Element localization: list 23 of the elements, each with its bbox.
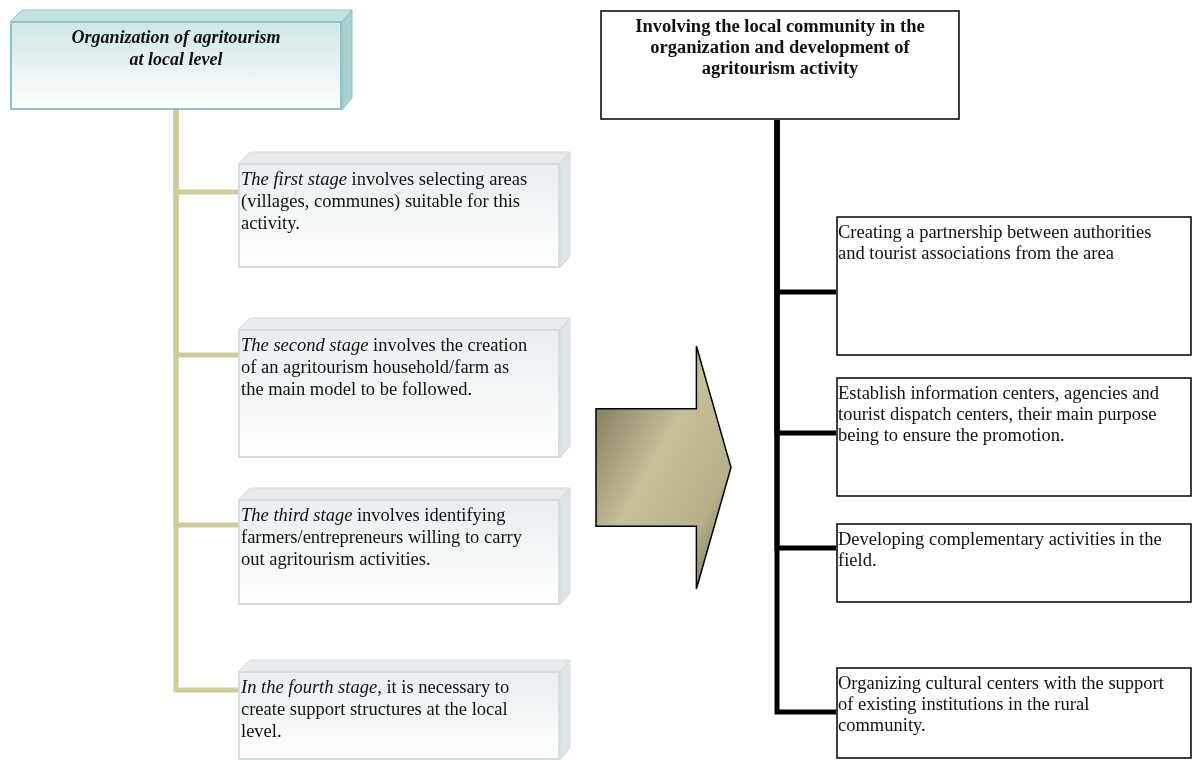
process-box bbox=[836, 377, 1192, 497]
stage-box bbox=[238, 488, 570, 605]
process-box bbox=[836, 216, 1192, 356]
box-text: In the fourth stage, it is necessary to create support structures at the local level. bbox=[241, 676, 511, 742]
box-text: Developing complementary activities in the field. bbox=[838, 529, 1163, 571]
heading-text: Involving the local community in the organization and development of agritourism activity bbox=[634, 16, 926, 79]
connector-line bbox=[774, 120, 836, 715]
box-text: The third stage involves identifying farmers/entrepreneurs willing to carry out agritourism activities. bbox=[241, 504, 523, 570]
box-text: The second stage involves the creation of an agritourism household/farm as the main model to be followed. bbox=[241, 334, 529, 400]
heading-text: Organization of agritourism at local level bbox=[70, 26, 282, 70]
block-arrow bbox=[595, 345, 732, 590]
box-text: The first stage involves selecting areas (villages, communes) suitable for this activity. bbox=[241, 168, 529, 234]
stage-box bbox=[238, 660, 570, 760]
box-text: Establish information centers, agencies and tourist dispatch centers, their main purpose being to ensure the promotion. bbox=[838, 383, 1161, 446]
heading-box bbox=[10, 10, 352, 110]
process-box bbox=[836, 523, 1192, 603]
stage-box bbox=[238, 152, 570, 268]
process-box bbox=[836, 667, 1192, 759]
box-text: Creating a partnership between authorities and tourist associations from the area bbox=[838, 222, 1153, 264]
process-box bbox=[600, 10, 960, 120]
connector-line bbox=[173, 110, 238, 693]
stage-box bbox=[238, 318, 570, 458]
box-text: Organizing cultural centers with the support of existing institutions in the rural community. bbox=[838, 673, 1165, 736]
